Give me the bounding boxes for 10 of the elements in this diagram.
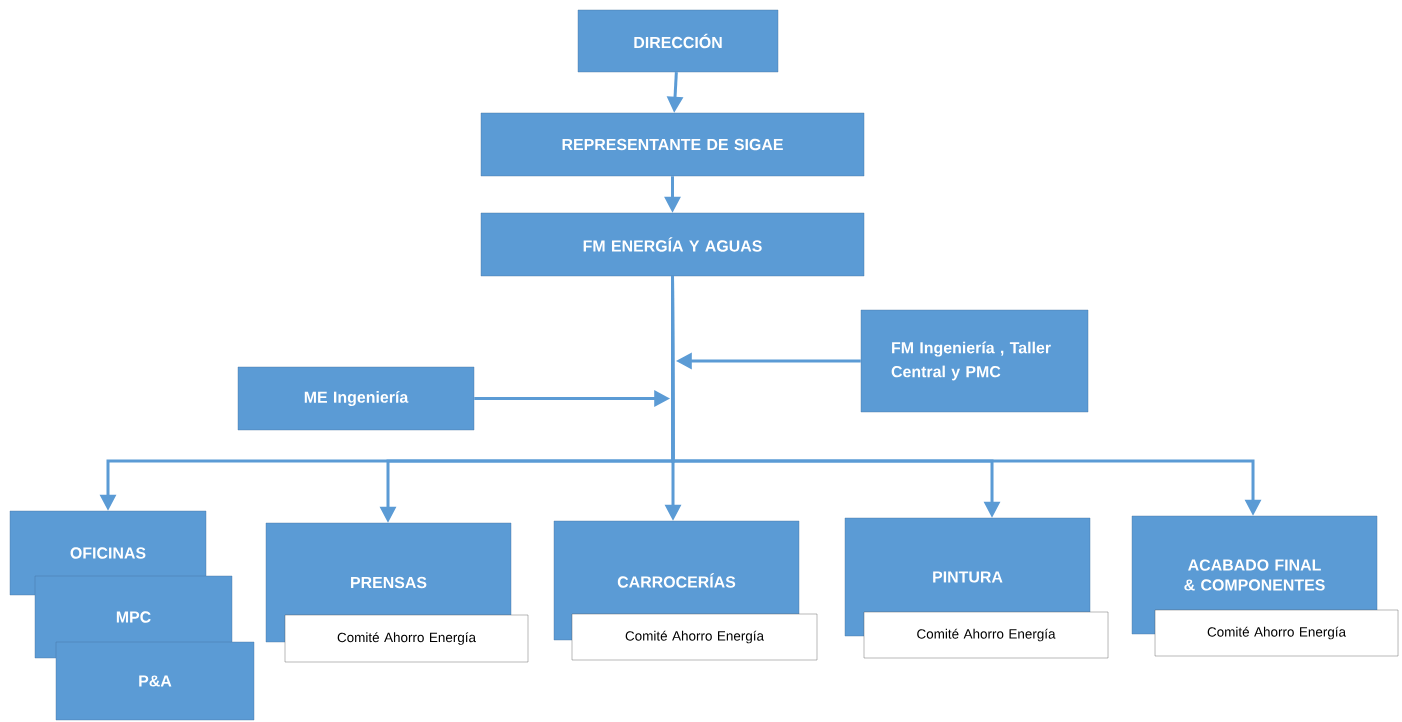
department-box: FM Ingeniería , Taller Central y PMC [860, 309, 1089, 413]
department-box: P&A [55, 641, 255, 721]
department-box: FM ENERGÍA Y AGUAS [480, 212, 865, 277]
department-box: ME Ingeniería [237, 366, 475, 431]
committee-box: Comité Ahorro Energía [863, 611, 1109, 659]
committee-box: Comité Ahorro Energía [284, 614, 529, 663]
department-box: DIRECCIÓN [577, 9, 779, 73]
department-box: REPRESENTANTE DE SIGAE [480, 112, 865, 177]
committee-box: Comité Ahorro Energía [1154, 609, 1399, 657]
committee-box: Comité Ahorro Energía [571, 613, 818, 661]
